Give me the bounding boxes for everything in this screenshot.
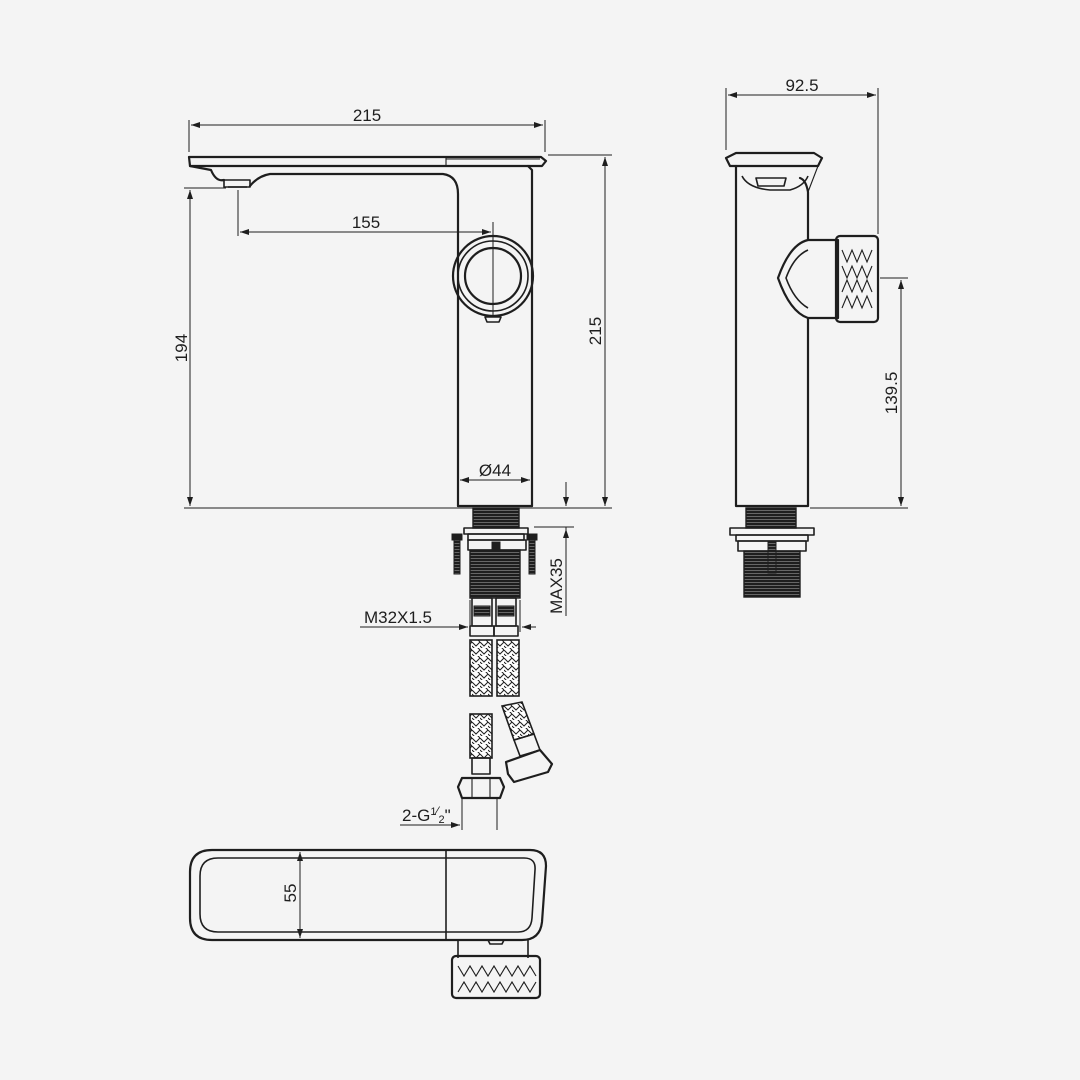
dim-deck-max: MAX35 xyxy=(547,558,566,614)
top-handle-knurl xyxy=(450,954,542,1000)
spout-inner-curve xyxy=(248,172,460,508)
hex-nut-left xyxy=(456,776,506,800)
dim-body-diameter: Ø44 xyxy=(479,461,511,480)
spout-underside xyxy=(188,164,226,182)
dim-spout-length: 215 xyxy=(353,106,381,125)
dim-thread: M32X1.5 xyxy=(364,608,432,627)
hex-nut-right xyxy=(504,748,554,784)
side-handle-neck xyxy=(776,238,840,320)
dim-depth: 92.5 xyxy=(785,76,818,95)
dim-spout-reach: 155 xyxy=(352,213,380,232)
front-dimensions xyxy=(184,120,612,830)
dim-connection: 2-G1⁄2" xyxy=(402,804,451,826)
aerator xyxy=(223,179,251,188)
dim-handle-height: 139.5 xyxy=(882,372,901,415)
side-body xyxy=(734,164,810,508)
side-handle-knurl xyxy=(834,234,880,324)
dim-total-height: 215 xyxy=(586,317,605,345)
side-view xyxy=(724,151,880,598)
dimension-labels: 215 155 194 215 Ø44 92.5 139.5 MAX35 M32… xyxy=(172,76,901,902)
top-view xyxy=(188,848,548,1000)
body-right-edge xyxy=(526,164,534,508)
supply-hoses xyxy=(456,639,554,800)
deck-mount-front xyxy=(451,507,538,637)
top-outer xyxy=(188,848,548,942)
dim-spout-width: 55 xyxy=(281,884,300,903)
spout-top-plate xyxy=(187,155,548,168)
dim-spout-height: 194 xyxy=(172,334,191,362)
side-top-plate xyxy=(724,151,824,168)
side-dimensions xyxy=(725,88,908,509)
